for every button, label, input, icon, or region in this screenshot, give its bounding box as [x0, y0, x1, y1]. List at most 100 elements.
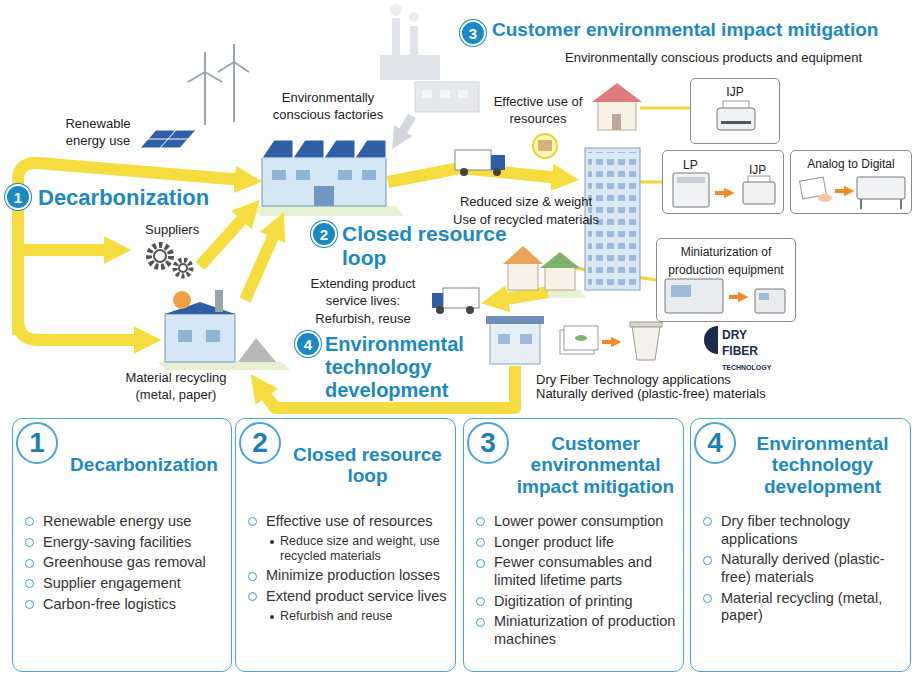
delivery-truck — [455, 150, 505, 176]
wind-turbine — [205, 72, 222, 82]
card-item-text: Supplier engagement — [43, 575, 225, 593]
card-header: Environmental technology development — [691, 419, 910, 511]
icon-part — [900, 199, 902, 209]
callout-box-text-frame: IJP — [695, 82, 775, 100]
solar-panel — [148, 139, 188, 140]
illustration-label: Environmentally conscious products and e… — [565, 50, 862, 65]
recycling-plant — [173, 291, 191, 309]
label-frame: Environmentally conscious products and e… — [565, 48, 862, 65]
bullet-circle — [25, 600, 34, 609]
card-item-text: Greenhouse gas removal — [43, 554, 225, 572]
icon-part — [677, 177, 705, 183]
card-item-text: Carbon-free logistics — [43, 596, 225, 614]
wind-turbine — [233, 62, 235, 122]
illustration-label: Material recycling (metal, paper) — [125, 370, 226, 402]
paper-cup — [632, 326, 660, 360]
summary-card: 1DecarbonizationRenewable energy useEner… — [12, 418, 232, 672]
bullet-circle — [703, 517, 712, 526]
card-item: Refurbish and reuse — [246, 609, 449, 624]
callout-box-text: Analog to Digital — [807, 157, 894, 171]
callout-heading-frame: Environmental technology development — [323, 333, 488, 402]
illustration-label: Reduced size & weight Use of recycled ma… — [453, 194, 599, 227]
summary-card: 4Environmental technology developmentDry… — [690, 418, 911, 672]
bullet-circle — [476, 538, 485, 547]
delivery-truck — [491, 155, 505, 170]
numbered-callout: 2Closed resource loop — [311, 221, 337, 247]
sub-bullet-dot — [270, 540, 274, 544]
recycling-plant — [215, 290, 223, 312]
orange-arrow — [602, 342, 614, 343]
card-item: Longer product life — [474, 534, 677, 552]
icon-part — [818, 194, 832, 202]
callout-box: IJP — [690, 78, 780, 144]
card-title: Closed resource loop — [286, 444, 449, 487]
label-frame: Renewable energy use — [60, 114, 136, 149]
card-item: Digitization of printing — [474, 593, 677, 611]
callout-number: 2 — [320, 227, 328, 242]
dry-fiber-building — [490, 322, 540, 364]
card-item: Greenhouse gas removal — [23, 554, 225, 572]
card-item: Reduce size and weight, use recycled mat… — [246, 534, 449, 565]
card-item: Dry fiber technology applications — [701, 513, 904, 548]
card-item: Effective use of resources — [246, 513, 449, 531]
grey-building — [415, 82, 479, 112]
refurbish-truck — [466, 306, 474, 314]
bullet-circle — [25, 579, 34, 588]
factory — [296, 170, 310, 180]
card-item-text: Naturally derived (plastic-free) materia… — [721, 551, 904, 586]
card-list: Dry fiber technology applicationsNatural… — [701, 513, 904, 667]
refurbish-truck — [436, 306, 444, 314]
number-badge: 1 — [16, 422, 58, 464]
recycling-plant — [165, 290, 276, 362]
icon-part — [835, 189, 847, 193]
house — [508, 262, 538, 290]
dry-fiber-logo — [704, 326, 718, 354]
wind-turbine — [188, 72, 205, 82]
smokestack-factory — [392, 18, 400, 58]
callout-box-text-frame: Miniaturization of production equipment — [661, 242, 791, 279]
wind-turbine — [188, 44, 249, 125]
card-list: Effective use of resourcesReduce size an… — [246, 513, 449, 667]
card-item-text: Renewable energy use — [43, 513, 225, 531]
callout-box-text: Miniaturization of production equipment — [668, 245, 783, 277]
house — [592, 83, 642, 102]
label-frame: Suppliers — [145, 220, 199, 237]
card-item: Renewable energy use — [23, 513, 225, 531]
number-badge: 2 — [239, 422, 281, 464]
label-frame: Material recycling (metal, paper) — [112, 368, 240, 403]
illustration-label: Environmentally conscious factories — [273, 90, 384, 122]
card-header: Decarbonization — [13, 419, 231, 511]
callout-box-text-frame: IJP — [749, 160, 766, 178]
recycling-plant — [238, 338, 276, 362]
supplier-gears — [149, 245, 171, 267]
card-item-text: Longer product life — [494, 534, 677, 552]
smokestack-factory — [390, 4, 402, 16]
card-item-text: Fewer consumables and limited lifetime p… — [494, 554, 677, 589]
card-item-text: Dry fiber technology applications — [721, 513, 904, 548]
factory — [338, 170, 352, 180]
card-item-text: Miniaturization of production machines — [494, 613, 677, 648]
dry-fiber-building — [520, 334, 532, 344]
callout-box-text-frame: LP — [683, 155, 698, 173]
bullet-circle — [476, 517, 485, 526]
bullet-circle — [248, 592, 257, 601]
callout-heading: Decarbonization — [36, 185, 211, 210]
card-list: Lower power consumptionLonger product li… — [474, 513, 677, 667]
delivery-truck — [455, 150, 491, 170]
card-item: Energy-saving facilities — [23, 534, 225, 552]
smokestack-factory — [409, 12, 419, 22]
icon-part — [721, 121, 751, 124]
grey-building — [440, 90, 450, 98]
recycling-plant — [165, 314, 235, 362]
solar-panel — [140, 130, 196, 148]
icon-part — [671, 285, 691, 297]
icon-part — [665, 279, 723, 313]
solar-panel — [140, 130, 196, 148]
icon-part — [755, 289, 785, 313]
card-item: Carbon-free logistics — [23, 596, 225, 614]
supplier-gears — [179, 264, 187, 272]
illustration-label: Effective use of resources — [494, 94, 583, 126]
summary-card: 3Customer environmental impact mitigatio… — [463, 418, 684, 672]
bullet-circle — [703, 556, 712, 565]
